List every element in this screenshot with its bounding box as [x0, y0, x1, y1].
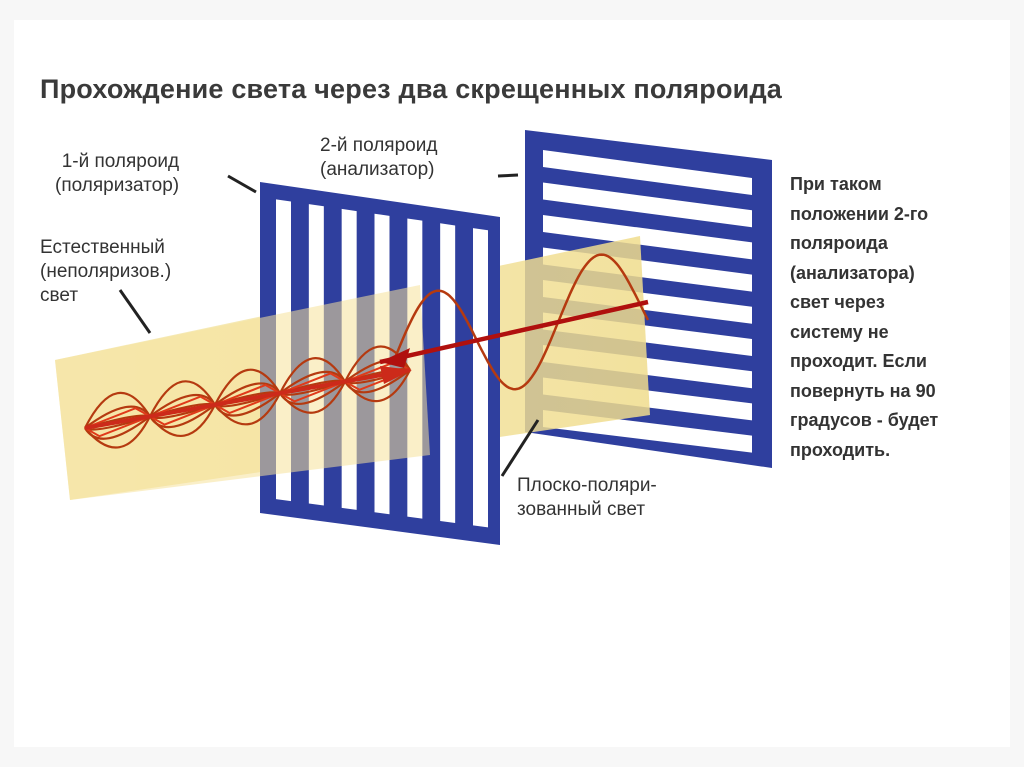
natural-wave-ray — [214, 392, 281, 415]
polarizer-pointer — [227, 174, 257, 194]
analyzer-slit — [543, 182, 752, 228]
natural-wave-ray — [149, 395, 216, 418]
natural-wave-petal — [214, 368, 281, 406]
page-title: Прохождение света через два скрещенных п… — [40, 74, 783, 104]
polarizer-slit — [473, 228, 488, 528]
analyzer-label: 2-й поляроид (анализатор) — [320, 135, 438, 180]
natural-wave-ray — [279, 380, 346, 403]
polarizer-label: 1-й поляроид (поляризатор) — [55, 151, 180, 196]
natural-light-pointer — [118, 289, 152, 334]
natural-wave-petal — [84, 405, 151, 429]
polarized-light-axis — [379, 299, 649, 365]
polarized-light-arrowhead — [380, 348, 410, 368]
natural-wave-petal — [84, 415, 151, 440]
explanation-text: При таком положении 2-го поляроида (анал… — [790, 174, 939, 460]
natural-wave-petal — [214, 392, 281, 417]
natural-wave-petal — [149, 403, 216, 429]
plane-polarized-label: Плоско-поляри- зованный свет — [517, 475, 657, 520]
polarized-light-wave — [393, 253, 650, 391]
polarizer-slit — [440, 223, 456, 524]
natural-light-axis — [84, 368, 411, 430]
natural-wave-ray — [84, 415, 151, 438]
natural-wave-petal — [84, 391, 151, 429]
natural-wave-ray — [149, 403, 216, 426]
polarized-light-pointer — [500, 419, 540, 477]
natural-wave-petal — [149, 380, 216, 417]
natural-wave-ray — [214, 383, 281, 406]
natural-wave-ray — [84, 407, 151, 429]
natural-wave-petal — [214, 382, 281, 406]
natural-light-arrowhead — [380, 366, 412, 384]
natural-wave-petal — [344, 369, 411, 394]
analyzer-slit — [543, 150, 752, 195]
natural-wave-ray — [279, 372, 346, 395]
light-beam-front — [55, 285, 430, 500]
analyzer-pointer — [497, 173, 519, 178]
natural-wave-petal — [279, 370, 346, 395]
analyzer-slit — [543, 215, 752, 260]
natural-wave-petal — [279, 357, 346, 394]
natural-wave-petal — [149, 393, 216, 418]
natural-wave-petal — [279, 380, 346, 406]
natural-light-label: Естественный (неполяризов.) свет — [40, 237, 172, 306]
